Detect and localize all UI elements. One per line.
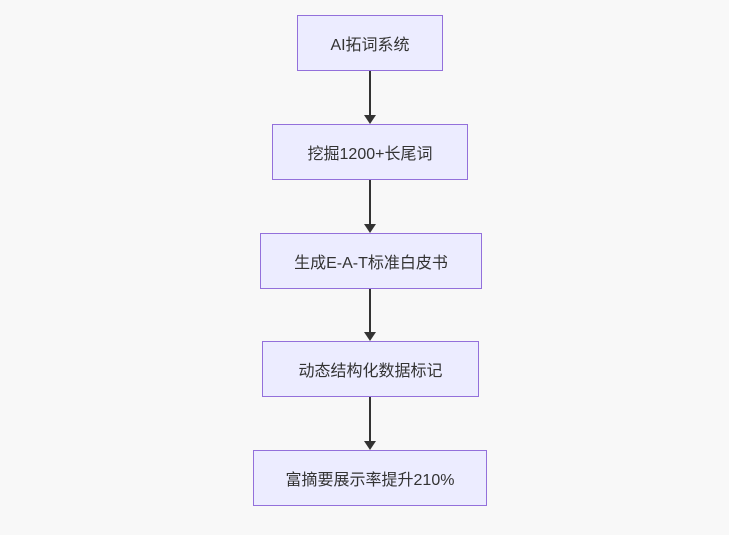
- arrowhead-down-icon: [364, 224, 376, 233]
- arrow-line: [369, 71, 371, 116]
- flowchart-node-eat-whitepaper: 生成E-A-T标准白皮书: [260, 233, 482, 289]
- edge-arrow: [363, 289, 377, 341]
- node-label: 动态结构化数据标记: [298, 363, 443, 380]
- flowchart-node-structured-data: 动态结构化数据标记: [262, 341, 479, 397]
- arrowhead-down-icon: [364, 332, 376, 341]
- flowchart-node-ai-system: AI拓词系统: [297, 15, 443, 71]
- arrow-line: [369, 289, 371, 333]
- arrowhead-down-icon: [364, 441, 376, 450]
- edge-arrow: [363, 180, 377, 233]
- flowchart-node-longtail-mining: 挖掘1200+长尾词: [272, 124, 468, 180]
- arrow-line: [369, 180, 371, 225]
- node-label: 挖掘1200+长尾词: [307, 146, 433, 163]
- flowchart-node-rich-snippet-result: 富摘要展示率提升210%: [253, 450, 487, 506]
- edge-arrow: [363, 397, 377, 450]
- node-label: AI拓词系统: [330, 37, 410, 54]
- node-label: 富摘要展示率提升210%: [285, 472, 455, 489]
- arrow-line: [369, 397, 371, 442]
- arrowhead-down-icon: [364, 115, 376, 124]
- edge-arrow: [363, 71, 377, 124]
- node-label: 生成E-A-T标准白皮书: [294, 255, 448, 272]
